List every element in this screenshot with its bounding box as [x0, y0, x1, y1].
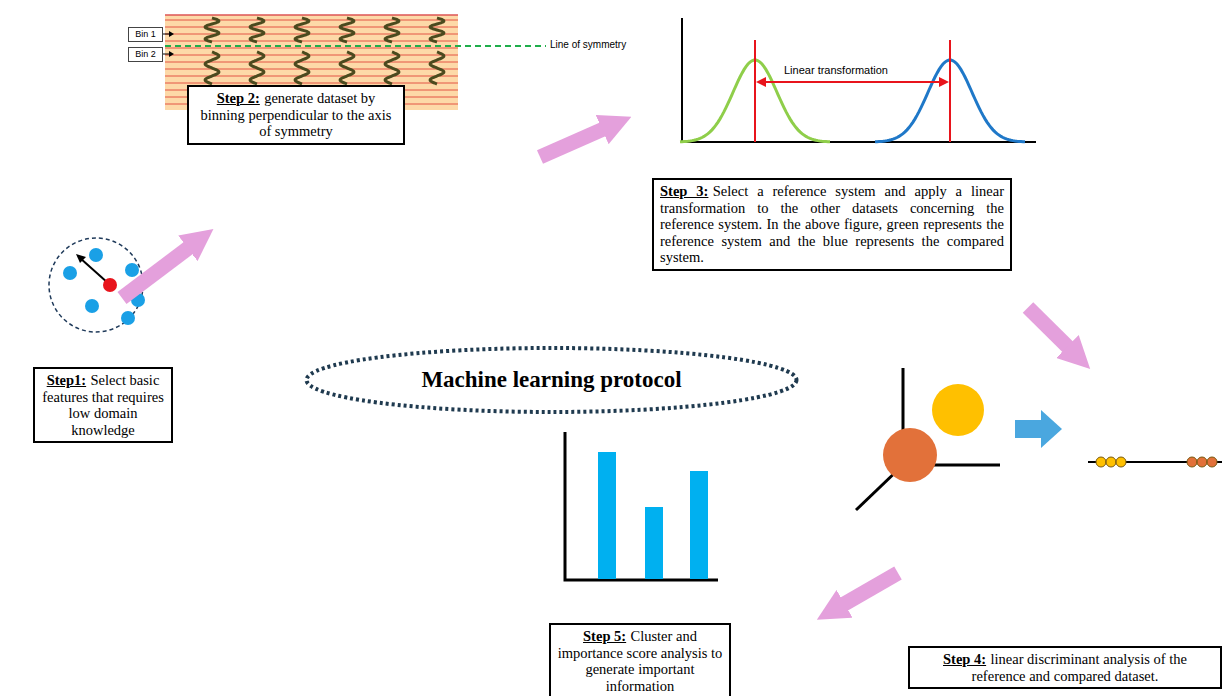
step-text: Bin 2 — [135, 49, 156, 59]
bin-pointer-head — [169, 51, 174, 57]
step-text: Bin 1 — [135, 29, 156, 39]
transform-label: Linear transformation — [784, 64, 888, 76]
transform-arrowhead — [939, 77, 949, 87]
symmetry-label: Line of symmetry — [550, 39, 626, 50]
step-box: Step 3:Select a reference system and app… — [652, 178, 1012, 271]
step-heading: Step1: — [47, 372, 86, 388]
class-cloud — [883, 428, 937, 482]
step-text: Machine learning protocol — [421, 367, 681, 392]
step-heading: Step 2: — [217, 90, 260, 106]
step-text: Cluster and importance score analysis to… — [558, 628, 723, 694]
image-border — [165, 14, 458, 16]
projection-arrowhead — [1041, 410, 1062, 448]
importance-bars — [598, 452, 708, 579]
class-cloud — [932, 384, 984, 436]
symmetry-line — [165, 45, 546, 47]
bin-pointer-head — [169, 31, 174, 37]
step-box: Step 4:linear discriminant analysis of t… — [908, 646, 1222, 689]
step-text: linear discriminant analysis of the refe… — [972, 651, 1187, 684]
mean-line — [754, 40, 756, 142]
projection-arrow — [1015, 420, 1041, 438]
transform-arrowhead — [756, 77, 766, 87]
step-box: Step 5:Cluster and importance score anal… — [549, 623, 731, 696]
bar-axes — [565, 432, 718, 580]
chart-axes — [682, 18, 1036, 142]
mean-line — [949, 40, 951, 142]
flow-arrow — [540, 127, 608, 157]
step-heading: Step 5: — [583, 628, 626, 644]
step-heading: Step 4: — [943, 651, 986, 667]
transform-arrow — [764, 81, 941, 83]
step-box: Step1:Select basic features that require… — [33, 367, 173, 443]
step-heading: Step 3: — [660, 183, 708, 199]
flow-arrow — [839, 573, 898, 607]
center-atom — [103, 278, 117, 292]
bin-tag: Bin 2 — [128, 47, 163, 62]
projected-points — [1096, 457, 1217, 467]
distance-arrow — [80, 258, 108, 283]
flow-arrow — [122, 245, 193, 299]
flow-arrow — [1028, 308, 1072, 352]
bin-tag: Bin 1 — [128, 27, 163, 42]
step-box: Step 2:generate dataset by binning perpe… — [187, 85, 405, 145]
lipid-chains — [205, 18, 444, 84]
title-ellipse: Machine learning protocol — [303, 345, 800, 415]
distance-arrowhead — [76, 254, 86, 263]
step-text: Select a reference system and apply a li… — [660, 183, 1004, 265]
